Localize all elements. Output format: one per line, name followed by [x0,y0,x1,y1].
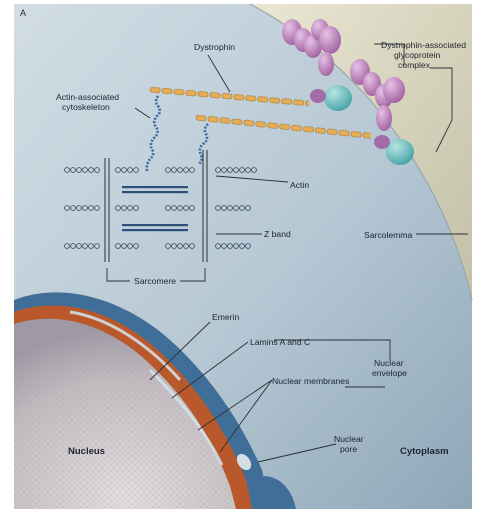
label-sarcolemma: Sarcolemma [364,230,412,240]
label-nuclear-membranes: Nuclear membranes [272,376,349,386]
label-dgc-line1: Dystrophin-associated [381,40,466,50]
label-nucleus: Nucleus [68,446,105,457]
label-nuclear-envelope-line2: envelope [372,368,407,378]
panel-label: A [20,8,26,18]
label-emerin: Emerin [212,312,239,322]
label-actin-cyto-line1: Actin-associated [56,92,119,102]
label-nuclear-pore-line2: pore [340,444,357,454]
label-dgc-line2: glycoprotein [394,50,441,60]
label-actin-cyto-line2: cytoskeleton [62,102,110,112]
label-dgc-line3: complex [398,60,431,70]
label-sarcomere: Sarcomere [134,276,176,286]
label-actin: Actin [290,180,309,190]
label-cytoplasm: Cytoplasm [400,446,449,457]
label-lamins: Lamins A and C [250,337,310,347]
label-dystrophin: Dystrophin [194,42,235,52]
label-nuclear-pore-line1: Nuclear [334,434,364,444]
label-z-band: Z band [264,229,291,239]
label-nuclear-envelope-line1: Nuclear [374,358,404,368]
